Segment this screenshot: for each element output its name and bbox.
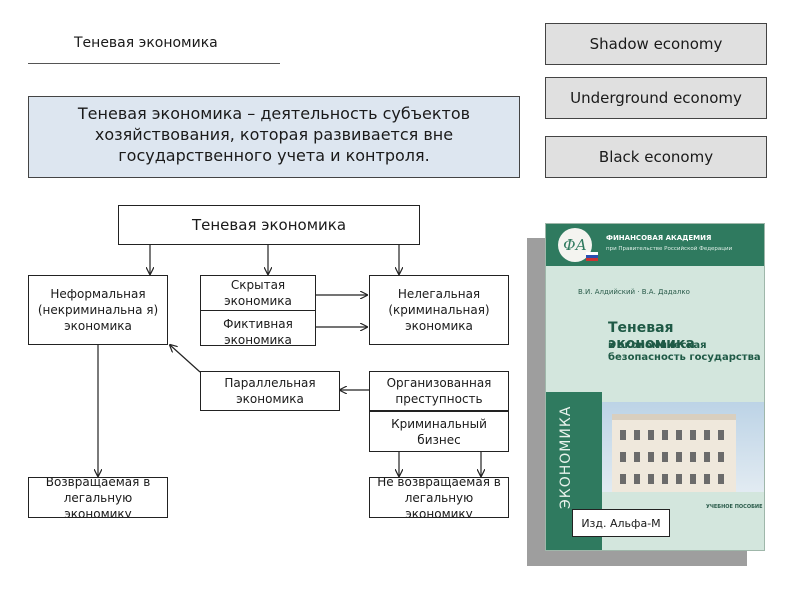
flag-icon [586,252,598,261]
book-authors: В.И. Алдийский · В.А. Дадалко [578,288,690,296]
definition-box: Теневая экономика – деятельность субъект… [28,96,520,178]
node-criminal-business: Криминальный бизнес [369,411,509,452]
book-edition: УЧЕБНОЕ ПОСОБИЕ [706,504,763,510]
book-publisher-sub: при Правительстве Российской Федерации [606,246,733,252]
term-black-economy: Black economy [545,136,767,178]
node-fictitious: Фиктивная экономика [200,310,316,346]
diagram-root: Теневая экономика [118,205,420,245]
page-title: Теневая экономика [74,35,218,51]
node-not-returned: Не возвращаемая в легальную экономику [369,477,509,518]
node-informal: Неформальная (некриминальна я) экономика [28,275,168,345]
book-publisher: ФИНАНСОВАЯ АКАДЕМИЯ [606,234,712,242]
book-series: ЭКОНОМИКА [558,405,574,509]
node-returned: Возвращаемая в легальную экономику [28,477,168,518]
publisher-label: Изд. Альфа-М [572,509,670,537]
arrow-parallel-informal [170,345,201,373]
node-organized-crime: Организованная преступность [369,371,509,411]
book-title-line3: безопасность государства [608,352,761,363]
node-illegal: Нелегальная (криминальная) экономика [369,275,509,345]
node-hidden: Скрытая экономика [200,275,316,311]
building-icon [612,414,736,492]
book-title-line1: Теневая экономика [608,320,695,352]
term-shadow-economy: Shadow economy [545,23,767,65]
title-underline [28,63,280,64]
term-underground-economy: Underground economy [545,77,767,119]
book-title-line2: и экономическая [608,340,707,351]
book-cover-image: ФА ФИНАНСОВАЯ АКАДЕМИЯ при Правительстве… [545,223,765,551]
node-parallel: Параллельная экономика [200,371,340,411]
